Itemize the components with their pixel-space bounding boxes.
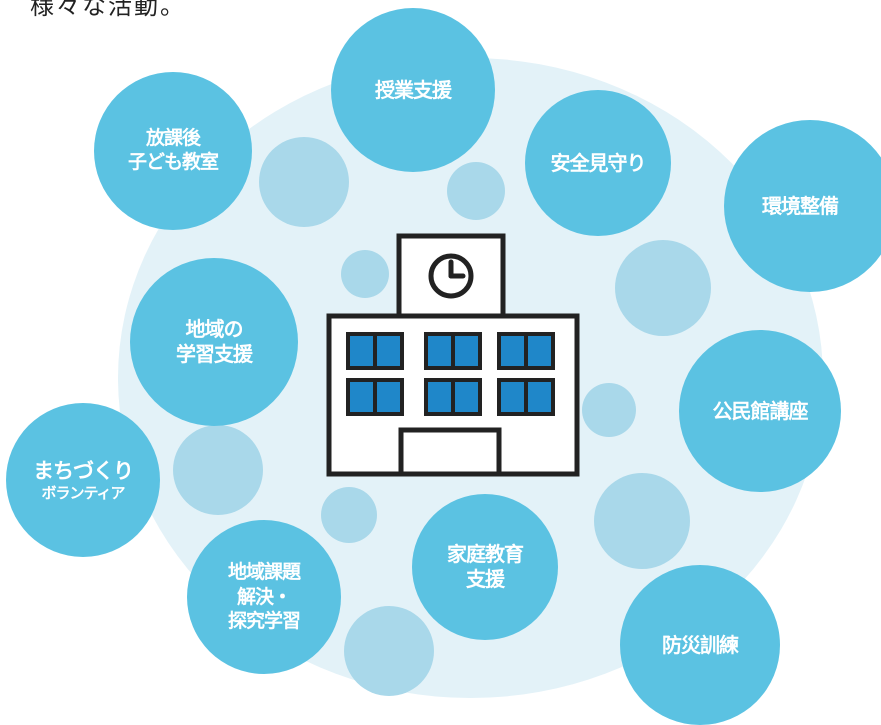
decor-circle	[447, 162, 505, 220]
activity-home-education[interactable]: 家庭教育支援	[412, 494, 558, 640]
activity-label: 安全見守り	[550, 150, 647, 175]
decor-circle	[344, 606, 434, 696]
decor-circle	[321, 487, 377, 543]
activity-town-volunteer[interactable]: まちづくり ボランティア	[6, 403, 160, 557]
activity-label: 支援	[466, 567, 505, 591]
activity-class-support[interactable]: 授業支援	[331, 8, 495, 172]
school-building-icon	[326, 233, 580, 477]
activity-label: 公民館講座	[712, 398, 809, 423]
activity-label: 解決・	[236, 585, 292, 608]
activity-local-learning[interactable]: 地域の学習支援	[130, 258, 298, 426]
decor-circle	[173, 425, 263, 515]
activity-label: まちづくり	[33, 458, 134, 483]
activity-label: 防災訓練	[662, 632, 739, 657]
activity-label: 地域課題	[227, 560, 301, 583]
activity-environment[interactable]: 環境整備	[724, 120, 881, 292]
activity-safety-watch[interactable]: 安全見守り	[525, 90, 671, 236]
activity-community-center[interactable]: 公民館講座	[679, 330, 841, 492]
activity-label: 家庭教育	[447, 542, 524, 566]
decor-circle	[615, 240, 711, 336]
activity-after-school[interactable]: 放課後子ども教室	[94, 72, 252, 230]
activity-label: 探究学習	[227, 610, 301, 633]
decor-circle	[594, 473, 690, 569]
decor-circle	[259, 137, 349, 227]
activity-regional-issues[interactable]: 地域課題解決・探究学習	[187, 520, 341, 674]
activity-label: 授業支援	[375, 77, 452, 102]
decor-circle	[582, 383, 636, 437]
activity-label: ボランティア	[41, 483, 125, 502]
activity-label: 放課後	[145, 127, 201, 150]
activity-label: 学習支援	[176, 342, 253, 366]
activity-label: 地域の	[185, 317, 244, 341]
activity-label: 子ども教室	[127, 151, 219, 173]
decor-circle	[341, 250, 389, 298]
activity-disaster-drill[interactable]: 防災訓練	[620, 565, 780, 725]
header-text: 様々な活動。	[30, 0, 186, 20]
activity-label: 環境整備	[762, 193, 839, 218]
